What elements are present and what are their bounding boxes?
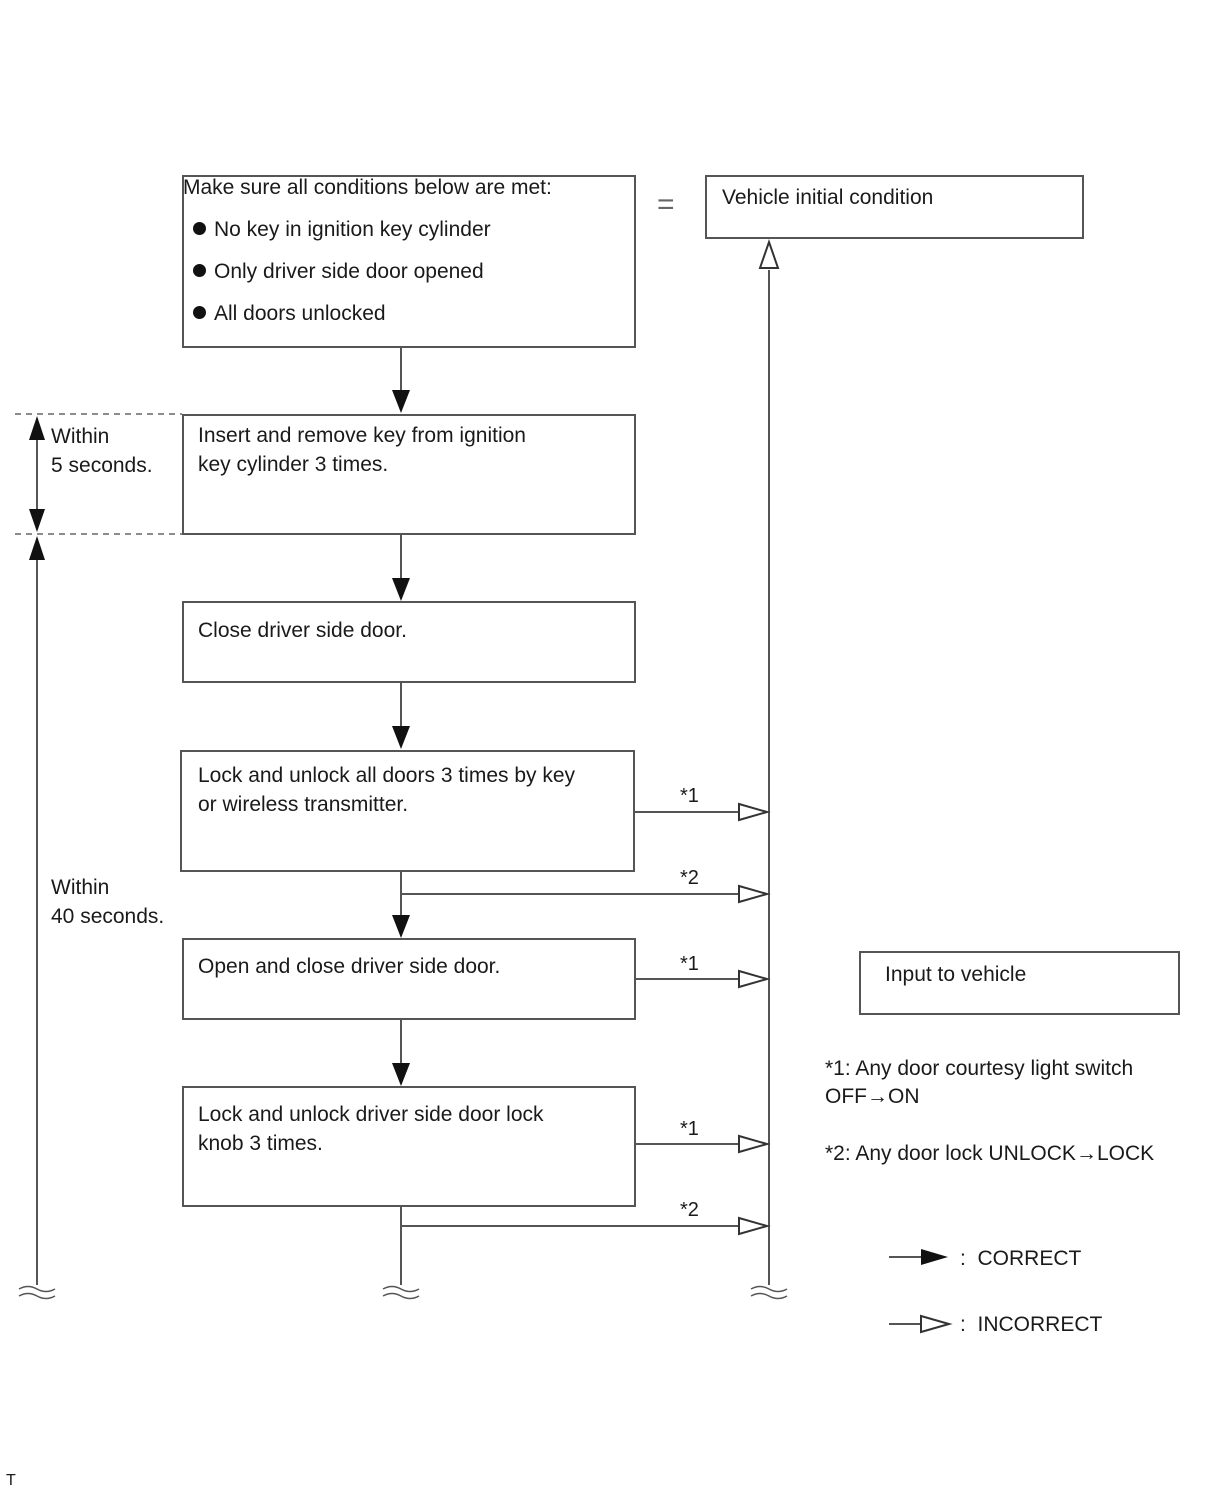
branch-mark: *2 — [680, 867, 699, 889]
legend-incorrect-arrowhead — [920, 1314, 953, 1334]
arrowhead-incorrect — [758, 238, 780, 269]
arrowhead-incorrect — [738, 1216, 771, 1236]
equals-sign: = — [657, 188, 675, 221]
legend-incorrect-label: : INCORRECT — [960, 1313, 1103, 1336]
footer-mark: T — [6, 1472, 16, 1489]
step-box — [182, 938, 636, 1020]
arrowhead-incorrect — [738, 1134, 771, 1154]
timing-label-line: 40 seconds. — [51, 905, 165, 928]
step-text-line: Lock and unlock all doors 3 times by key — [198, 764, 576, 787]
step-text-line: knob 3 times. — [198, 1132, 323, 1155]
arrowhead-correct — [392, 915, 410, 938]
note-1-line: *1: Any door courtesy light switch — [825, 1057, 1134, 1080]
timing-label-line: Within — [51, 876, 110, 899]
arrowhead-correct — [392, 578, 410, 601]
break-symbol — [382, 1285, 420, 1300]
step-text-line: Close driver side door. — [198, 619, 407, 642]
arrowhead-correct — [392, 1063, 410, 1086]
branch-mark: *1 — [680, 1118, 699, 1140]
branch-mark: *2 — [680, 1199, 699, 1221]
bullet-icon — [193, 306, 206, 319]
arrowhead-incorrect — [738, 884, 771, 904]
arrowhead-timing — [29, 509, 45, 532]
legend-correct-label: : CORRECT — [960, 1247, 1082, 1270]
step-text-line: or wireless transmitter. — [198, 793, 409, 816]
bullet-icon — [193, 264, 206, 277]
condition-item: No key in ignition key cylinder — [214, 218, 491, 241]
legend-correct-arrowhead — [921, 1249, 948, 1265]
arrowhead-incorrect — [738, 802, 771, 822]
arrowhead-timing — [29, 536, 45, 560]
initial-condition-box — [705, 175, 1084, 239]
step-text-line: Open and close driver side door. — [198, 955, 501, 978]
branch-mark: *1 — [680, 785, 699, 807]
arrowhead-correct — [392, 390, 410, 413]
input-legend-box — [859, 951, 1180, 1015]
arrowhead-incorrect — [738, 969, 771, 989]
condition-item: Only driver side door opened — [214, 260, 484, 283]
bullet-icon — [193, 222, 206, 235]
step-box — [182, 1086, 636, 1207]
break-symbol — [750, 1285, 788, 1300]
conditions-box — [182, 175, 636, 348]
note-2: *2: Any door lock UNLOCK→LOCK — [825, 1142, 1155, 1165]
arrowhead-timing — [29, 416, 45, 440]
arrowhead-correct — [392, 726, 410, 749]
break-symbol — [18, 1285, 56, 1300]
condition-item: All doors unlocked — [214, 302, 386, 325]
step-box — [182, 414, 636, 535]
step-box — [182, 601, 636, 683]
step-text-line: key cylinder 3 times. — [198, 453, 389, 476]
initial-condition-label: Vehicle initial condition — [722, 186, 934, 209]
timing-label-line: 5 seconds. — [51, 454, 153, 477]
note-1-line: OFF→ON — [825, 1085, 920, 1108]
step-text-line: Insert and remove key from ignition — [198, 424, 526, 447]
branch-mark: *1 — [680, 953, 699, 975]
timing-label-line: Within — [51, 425, 110, 448]
input-legend-label: Input to vehicle — [885, 963, 1027, 986]
conditions-title: Make sure all conditions below are met: — [183, 176, 552, 199]
step-text-line: Lock and unlock driver side door lock — [198, 1103, 544, 1126]
step-box — [180, 750, 635, 872]
